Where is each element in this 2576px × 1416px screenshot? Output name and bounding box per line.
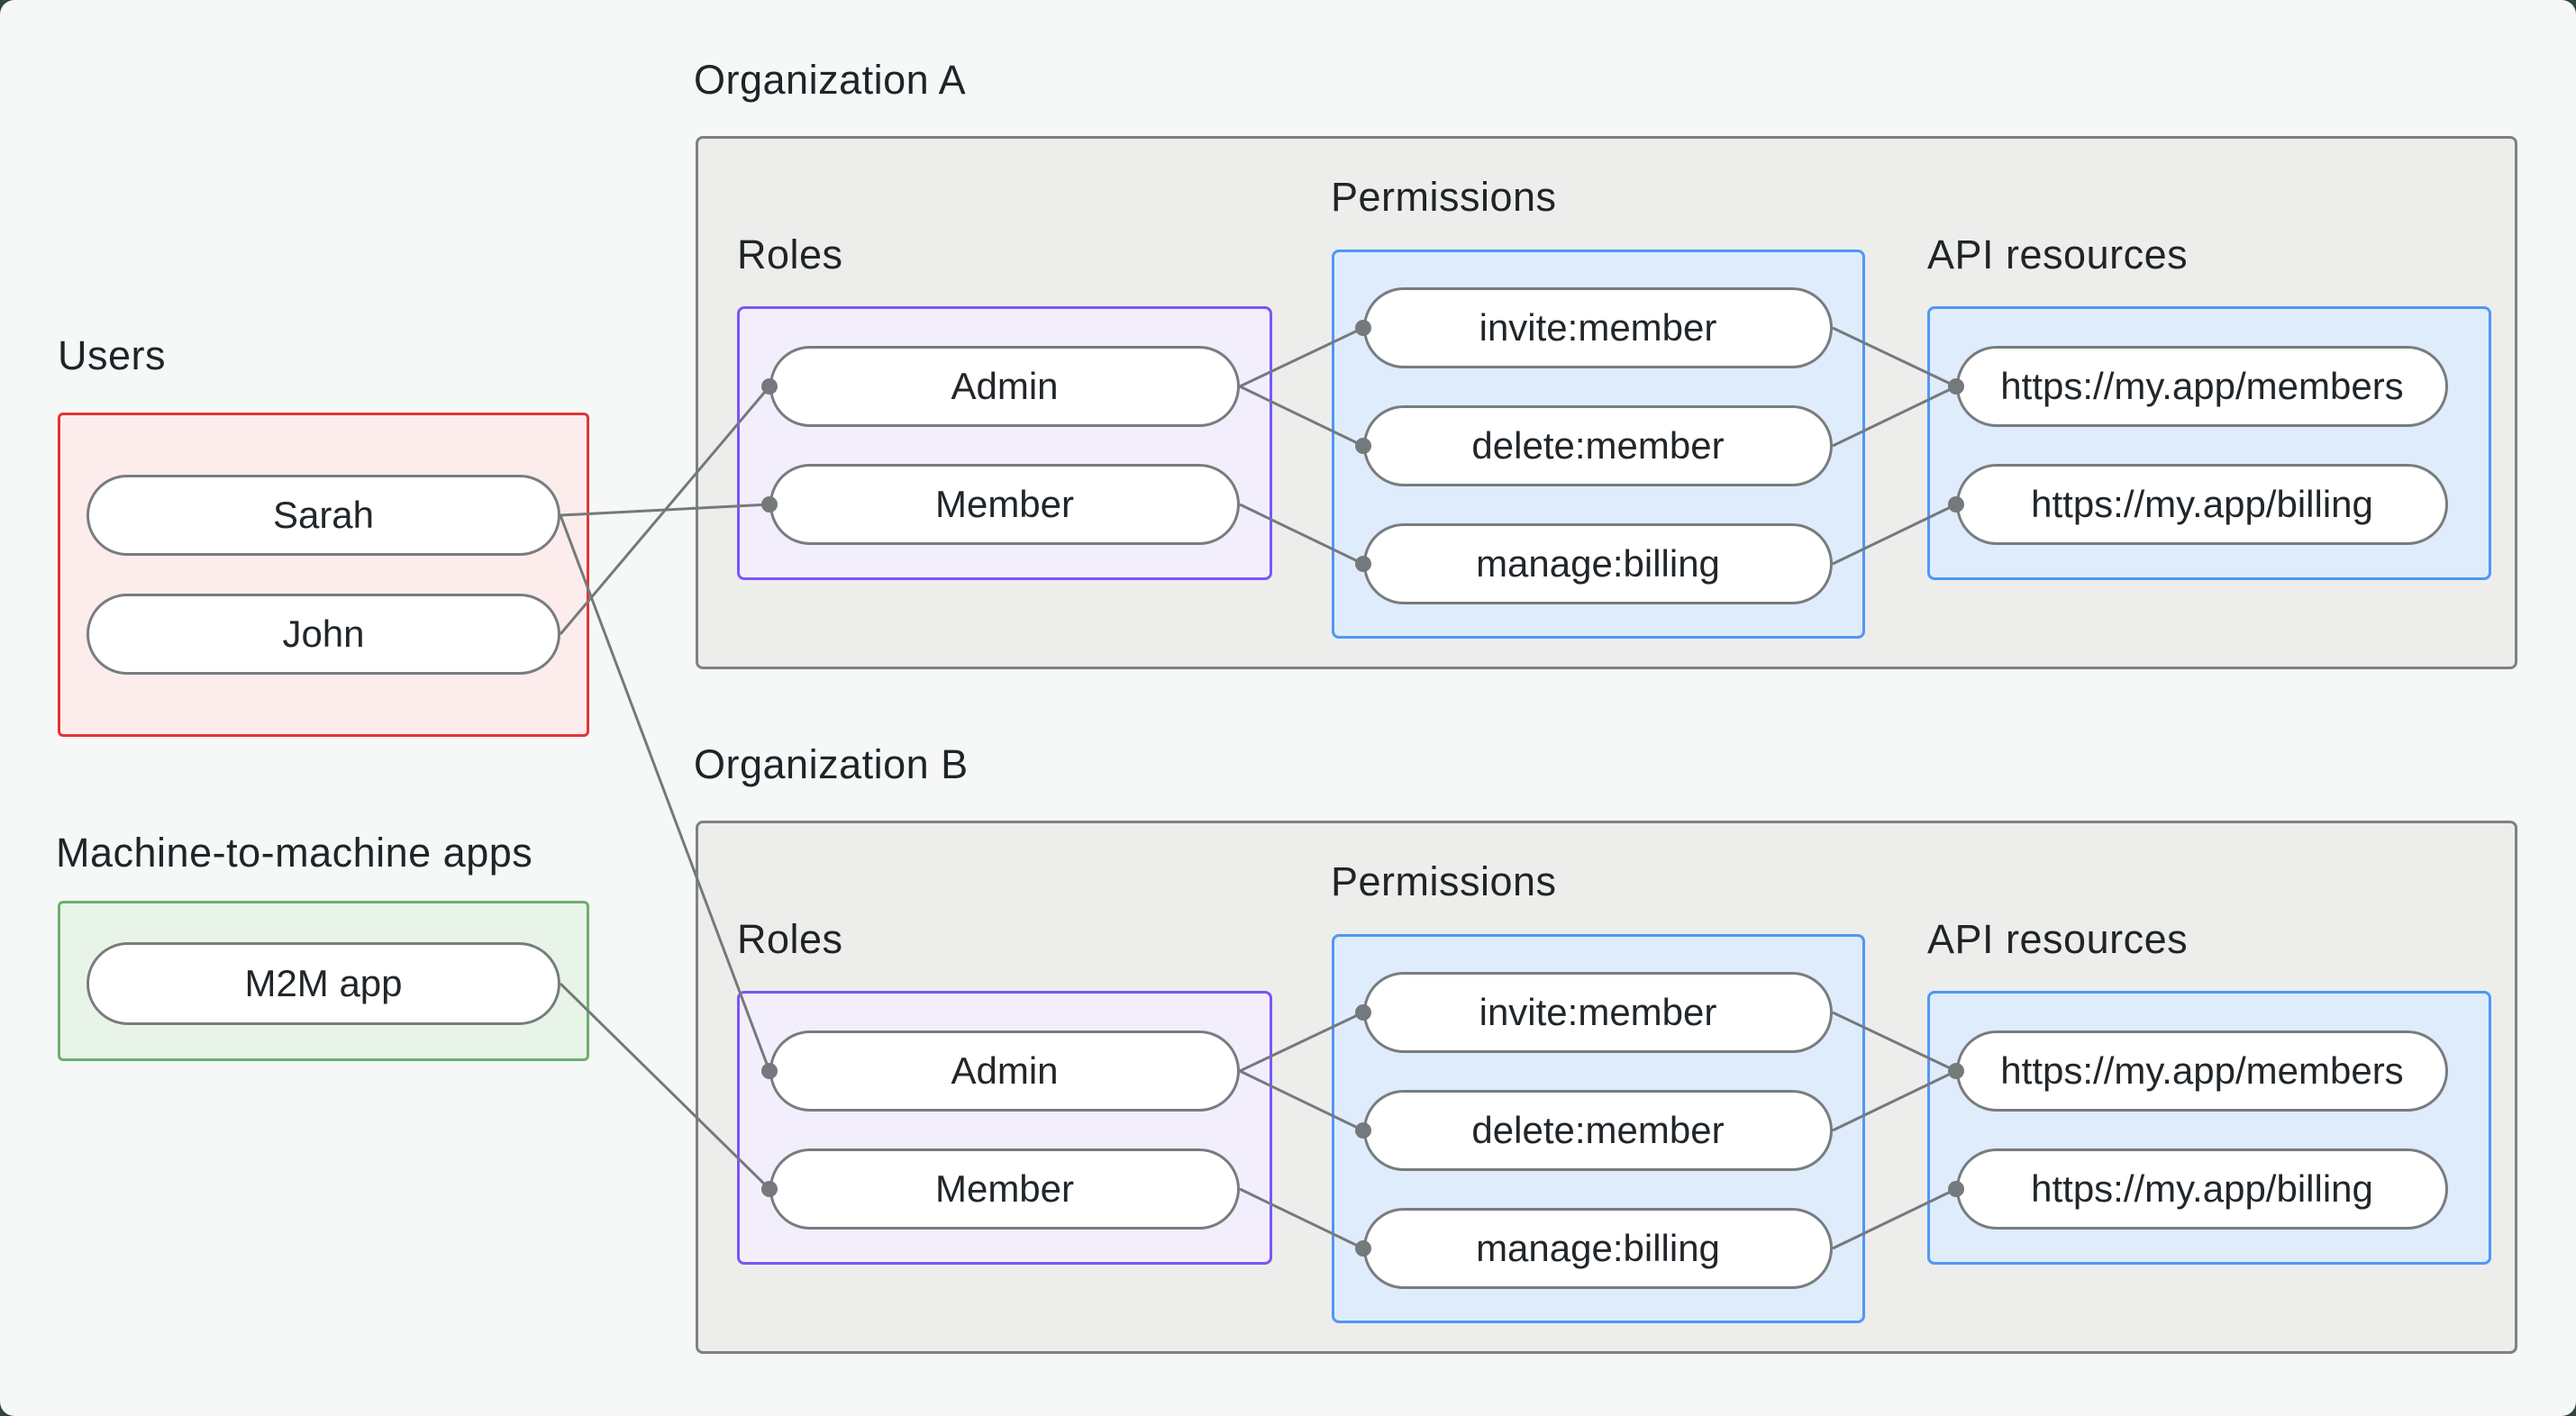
user-pill-john: John (86, 594, 560, 675)
users-group-box (58, 413, 589, 737)
org-b-permission-pill-manage: manage:billing (1363, 1208, 1833, 1289)
org-a-permission-pill-invite: invite:member (1363, 287, 1833, 368)
org-a-permission-pill-manage: manage:billing (1363, 523, 1833, 604)
org-a-api-pill-members: https://my.app/members (1956, 346, 2448, 427)
org-b-role-pill-member: Member (769, 1148, 1240, 1230)
org-a-label: Organization A (694, 57, 967, 103)
org-b-permissions-label: Permissions (1331, 858, 1557, 904)
org-b-api-pill-members: https://my.app/members (1956, 1030, 2448, 1112)
user-pill-sarah: Sarah (86, 475, 560, 556)
org-b-role-pill-admin: Admin (769, 1030, 1240, 1112)
org-b-api-label: API resources (1927, 916, 2189, 962)
org-b-permission-pill-invite: invite:member (1363, 972, 1833, 1053)
org-a-api-label: API resources (1927, 231, 2189, 277)
org-a-role-pill-admin: Admin (769, 346, 1240, 427)
users-group-label: Users (58, 332, 167, 378)
m2m-app-pill: M2M app (86, 942, 560, 1025)
org-b-permission-pill-delete: delete:member (1363, 1090, 1833, 1171)
org-a-permission-pill-delete: delete:member (1363, 405, 1833, 486)
org-a-api-pill-billing: https://my.app/billing (1956, 464, 2448, 545)
org-a-permissions-label: Permissions (1331, 174, 1557, 220)
org-a-roles-label: Roles (737, 231, 843, 277)
org-b-label: Organization B (694, 741, 969, 787)
org-a-role-pill-member: Member (769, 464, 1240, 545)
m2m-group-label: Machine-to-machine apps (56, 830, 533, 876)
org-b-api-pill-billing: https://my.app/billing (1956, 1148, 2448, 1230)
org-b-roles-label: Roles (737, 916, 843, 962)
